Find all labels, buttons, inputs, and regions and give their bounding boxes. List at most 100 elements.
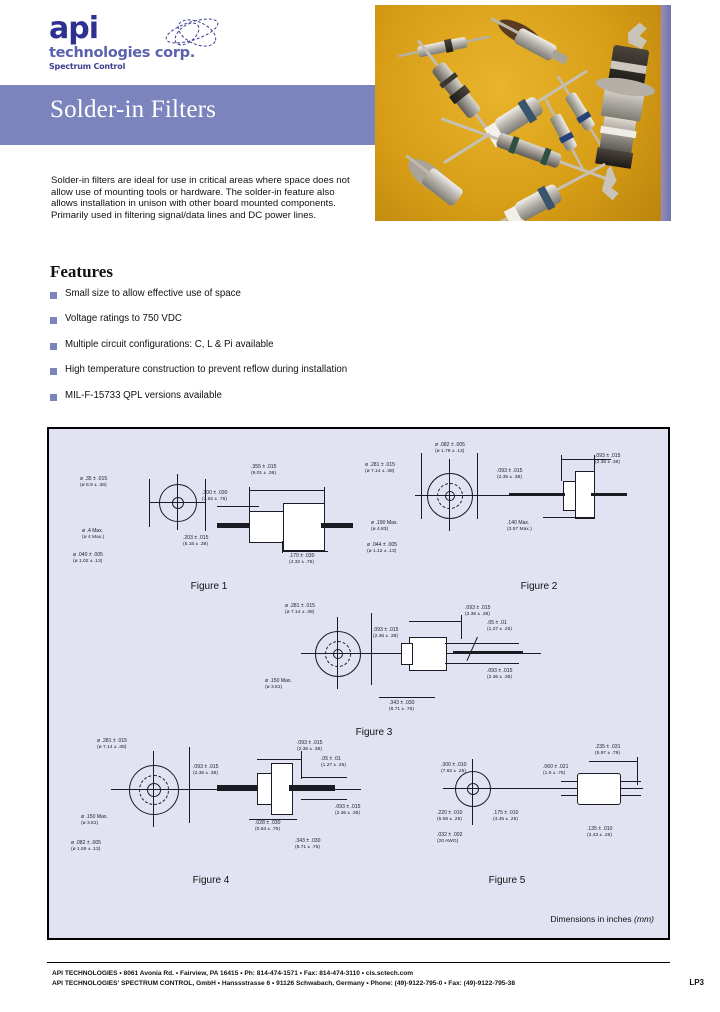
fig4-tab-bottom — [301, 799, 347, 800]
feature-label: Small size to allow effective use of spa… — [65, 288, 241, 299]
figure-2-caption: Figure 2 — [520, 581, 558, 592]
fig3-tab-top — [445, 643, 519, 644]
fig5-dim-label: .032 ± .002(20 AWG) — [437, 832, 463, 844]
fig5-dim-label: .235 ± .031(5.97 ± .79) — [595, 744, 621, 756]
figure-5-caption: Figure 5 — [488, 875, 526, 886]
feature-item: Multiple circuit configurations: C, L & … — [50, 339, 470, 364]
fig3-dim-label: .093 ± .015(2.36 ± .38) — [465, 605, 491, 617]
logo-division: Spectrum Control — [49, 62, 126, 71]
footer-contact: API TECHNOLOGIES • 8061 Avonia Rd. • Fai… — [52, 969, 652, 988]
fig1-ext-line — [149, 479, 150, 527]
logo-subtitle: technologies corp. — [49, 45, 195, 61]
footer-line-2: API TECHNOLOGIES' SPECTRUM CONTROL, GmbH… — [52, 979, 515, 987]
fig3-dim-rule-low — [379, 697, 435, 698]
intro-paragraph: Solder-in filters are ideal for use in c… — [51, 175, 350, 221]
fig2-bore-circle — [445, 491, 455, 501]
fig3-dim-label: ø .281 ± .015(ø 7.14 ± .38) — [285, 603, 315, 615]
feature-label: Voltage ratings to 750 VDC — [65, 313, 182, 325]
fig4-lead-left — [217, 785, 261, 791]
fig4-dim-label: .093 ± .015(2.36 ± .38) — [335, 804, 361, 816]
fig2-inner-circle — [437, 483, 463, 509]
fig5-dim-label: .060 ± .021(1.6 ± .76) — [543, 764, 569, 776]
orbit-icon — [165, 18, 219, 47]
fig3-inner-circle — [325, 641, 351, 667]
photo-right-edge — [661, 5, 671, 221]
figure-1-caption: Figure 1 — [190, 581, 228, 592]
fig2-lead-left — [509, 493, 565, 496]
bullet-square-icon — [50, 342, 57, 350]
fig2-dim-label: .093 ± .015(2.36 ± .38) — [595, 453, 621, 465]
fig3-bore-circle — [333, 649, 343, 659]
fig1-outer-circle — [159, 484, 197, 522]
dimension-drawings-panel: ø .35 ± .015(ø 8.9 ± .38) ø .4 Max.(ø 4 … — [47, 427, 670, 940]
fig4-dim-label: .343 ± .030(8.71 ± .76) — [295, 838, 321, 850]
document-code: LP3 — [689, 978, 704, 987]
fig2-dim-rule — [561, 459, 611, 460]
fig3-ext-line — [461, 615, 462, 639]
fig4-dim-rule — [249, 819, 297, 820]
title-band — [0, 85, 375, 145]
fig4-dim-label: ø .281 ± .015(ø 7.14 ± .38) — [97, 738, 127, 750]
fig1-dim-label: ø .040 ± .005(ø 1.02 ± .13) — [73, 552, 103, 564]
fig1-body-left — [249, 511, 287, 543]
fig3-lead — [453, 651, 523, 653]
fig4-inner-circle — [139, 775, 169, 805]
company-logo: api technologies corp. Spectrum Control — [49, 14, 279, 80]
fig1-lead-left — [217, 523, 251, 528]
fig5-outer-circle — [455, 771, 491, 807]
fig3-dim-rule — [409, 621, 461, 622]
footer-divider — [47, 962, 670, 963]
fig2-ext-line — [477, 453, 478, 519]
fig2-dim-rule — [543, 517, 595, 518]
fig4-dim-label: .093 ± .015(2.36 ± .38) — [297, 740, 323, 752]
fig1-bore-circle — [172, 497, 184, 509]
fig4-dim-label: .05 ± .01(1.27 ± .25) — [321, 756, 346, 768]
fig2-dim-label: ø .082 ± .005(ø 1.79 ± .13) — [435, 442, 465, 454]
fig1-dim-label: ø .4 Max.(ø 4 Max.) — [82, 528, 105, 540]
fig2-ext-line — [421, 453, 422, 519]
fig4-dim-label: ø .150 Max.(ø 3.81) — [81, 814, 108, 826]
fig1-body-flange — [283, 503, 325, 551]
fig3-outer-circle — [315, 631, 361, 677]
fig2-ext-line — [561, 455, 562, 481]
bullet-square-icon — [50, 368, 57, 376]
fig2-lead-right — [591, 493, 627, 496]
fig2-dim-label: ø .190 Max.(ø 4.83) — [371, 520, 398, 532]
fig5-ext-line — [637, 757, 638, 785]
fig5-centerline-h — [443, 787, 643, 789]
fig2-dim-label: ø .044 ± .005(ø 1.12 ± .13) — [367, 542, 397, 554]
features-heading: Features — [50, 262, 113, 281]
fig4-ext-line — [301, 751, 302, 779]
fig3-dim-label: ø .150 Max.(ø 3.81) — [265, 678, 292, 690]
fig3-body — [409, 637, 447, 671]
fig1-ext-line — [249, 487, 250, 511]
fig3-dim-label: .093 ± .015(2.36 ± .38) — [487, 668, 513, 680]
dimensions-note: Dimensions in inches (mm) — [550, 914, 654, 924]
fig4-dim-label: ø .082 ± .005(ø 1.59 ± .13) — [71, 840, 101, 852]
fig5-dim-label: .220 ± .010(5.59 ± .25) — [437, 810, 463, 822]
page-title: Solder-in Filters — [50, 96, 217, 123]
fig5-bore-circle — [467, 783, 479, 795]
fig3-dim-label: .343 ± .030(8.71 ± .76) — [389, 700, 415, 712]
fig1-ext-line — [205, 479, 206, 531]
fig1-dim-rule-top — [249, 490, 325, 491]
fig1-dim-rule-low — [282, 551, 328, 552]
bullet-square-icon — [50, 292, 57, 299]
feature-item: MIL-F-15733 QPL versions available — [50, 390, 470, 415]
fig5-dim-label: .175 ± .010(4.45 ± .25) — [493, 810, 519, 822]
fig1-dim-label: ø .35 ± .015(ø 8.9 ± .38) — [80, 476, 108, 488]
feature-label: Multiple circuit configurations: C, L & … — [65, 338, 274, 350]
fig4-dim-label: .028 ± .030(0.63 ± .76) — [255, 820, 281, 832]
fig3-leader-line — [466, 636, 478, 661]
fig2-centerline-v — [448, 459, 450, 531]
figure-3-caption: Figure 3 — [355, 727, 393, 738]
fig5-dim-label: .300 ± .010(7.62 ± .25) — [441, 762, 467, 774]
fig4-tab-top — [301, 777, 347, 778]
fig1-centerline-v — [176, 474, 178, 530]
fig1-ext-line — [282, 541, 283, 553]
fig3-dim-label: .093 ± .015(2.36 ± .38) — [373, 627, 399, 639]
fig3-body-step — [401, 643, 413, 665]
fig5-centerline-v — [471, 759, 473, 825]
feature-item: Voltage ratings to 750 VDC — [50, 313, 470, 338]
